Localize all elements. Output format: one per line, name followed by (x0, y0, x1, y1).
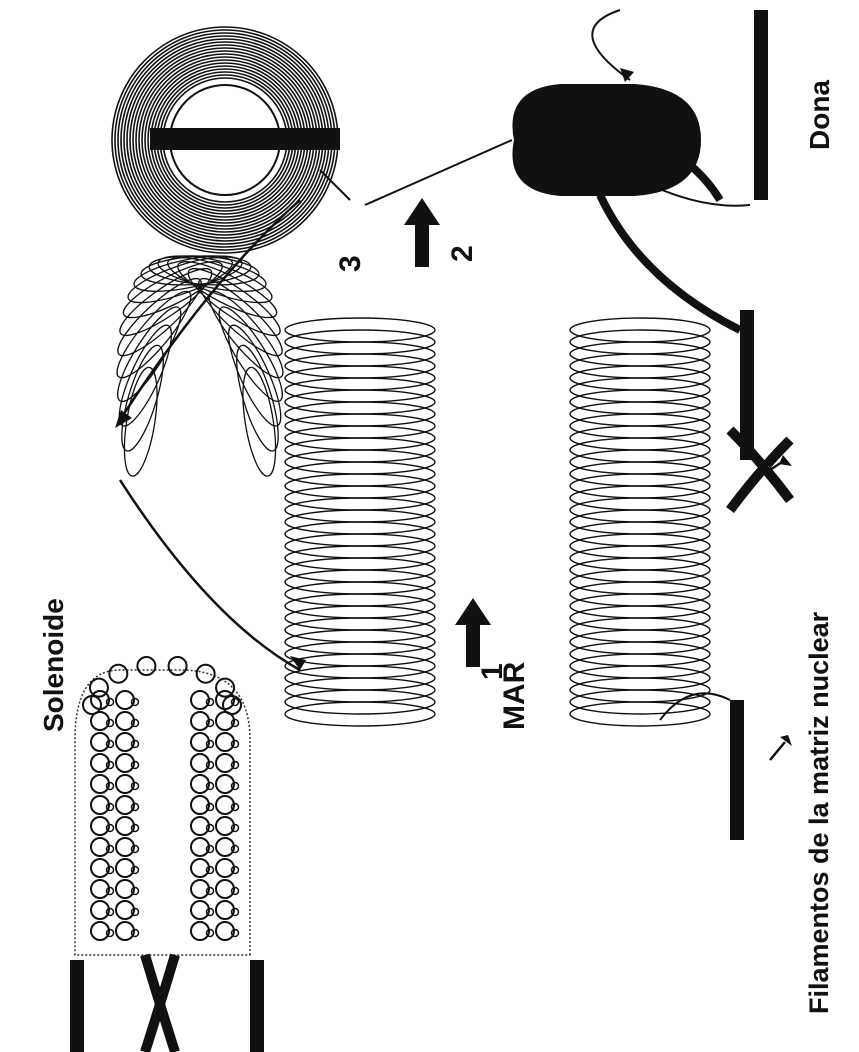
nucleosome-core (132, 867, 139, 874)
loop-filament-left (730, 700, 744, 840)
nucleosome-core (207, 867, 214, 874)
nucleosome-core (107, 930, 114, 937)
nucleosome-loop (90, 679, 108, 697)
solenoid-label: Solenoide (40, 598, 68, 732)
nucleosome-core (107, 846, 114, 853)
fan-coil (237, 365, 282, 478)
step1-arrow (455, 598, 491, 667)
nucleosome-core (107, 804, 114, 811)
nucleosome-core (132, 825, 139, 832)
nucleosome-core (207, 909, 214, 916)
nucleosome-core (232, 741, 239, 748)
nucleosome-core (132, 741, 139, 748)
nucleosome-core (107, 720, 114, 727)
nucleosome-core (232, 867, 239, 874)
nucleosome-core (232, 762, 239, 769)
nucleosome-core (232, 783, 239, 790)
nucleosome-core (232, 699, 239, 706)
nucleosome-core (232, 720, 239, 727)
solenoid-stage (70, 657, 264, 1052)
nucleosome-core (107, 699, 114, 706)
nucleosome-core (207, 804, 214, 811)
nucleosome-core (232, 888, 239, 895)
nucleosome-core (232, 825, 239, 832)
nucleosome-core (107, 762, 114, 769)
nucleosome-core (107, 783, 114, 790)
step1-label: 1 (478, 663, 508, 680)
solenoid-nucleosome-loops (83, 657, 241, 940)
loop-curved-arrow-left-head (115, 410, 132, 428)
nucleosome-core (132, 720, 139, 727)
nucleosome-loop (109, 665, 127, 683)
step3-label: 3 (336, 255, 366, 272)
solenoid-filament-right (250, 960, 264, 1052)
globule-shape (513, 85, 700, 195)
nucleosome-core (207, 930, 214, 937)
nucleosome-loop (169, 657, 187, 675)
nucleosome-core (107, 741, 114, 748)
nucleosome-core (232, 804, 239, 811)
fan-coil (210, 300, 292, 408)
step2-arrow (404, 198, 440, 267)
nucleosome-core (207, 846, 214, 853)
globule-base-curve (600, 195, 740, 330)
nucleosome-core (132, 699, 139, 706)
nucleosome-core (207, 699, 214, 706)
loop-curved-arrow-right (120, 480, 300, 670)
nucleosome-core (132, 888, 139, 895)
nucleosome-loop (197, 665, 215, 683)
nucleosome-core (107, 909, 114, 916)
donut-to-globule-line (365, 140, 512, 205)
nucleosome-core (232, 930, 239, 937)
nuclear-matrix-filaments-label: Filamentos de la matriz nuclear (806, 612, 833, 1014)
nucleosome-core (107, 867, 114, 874)
nucleosome-core (207, 783, 214, 790)
nucleosome-core (132, 804, 139, 811)
nucleosome-loop (137, 657, 155, 675)
nucleosome-core (107, 888, 114, 895)
nucleosome-core (132, 846, 139, 853)
nucleosome-core (207, 762, 214, 769)
nucleosome-core (232, 909, 239, 916)
nucleosome-core (132, 783, 139, 790)
filament-vertical (754, 10, 768, 200)
chromatin-fan-coils (108, 249, 292, 479)
nucleosome-core (132, 909, 139, 916)
donut-label: Dona (806, 80, 834, 150)
nucleosome-core (207, 825, 214, 832)
nucleosome-core (107, 825, 114, 832)
loop-filament-cross (730, 430, 790, 510)
donut-core-bar (150, 128, 340, 150)
nucleosome-core (207, 888, 214, 895)
solenoid-filament-cross (145, 955, 175, 1052)
step2-label: 2 (448, 245, 478, 262)
nucleosome-core (232, 846, 239, 853)
nucleosome-core (132, 930, 139, 937)
nucleosome-core (132, 762, 139, 769)
fan-coil (108, 300, 190, 408)
nucleosome-core (207, 720, 214, 727)
solenoid-filament-left (70, 960, 84, 1052)
nucleosome-core (207, 741, 214, 748)
